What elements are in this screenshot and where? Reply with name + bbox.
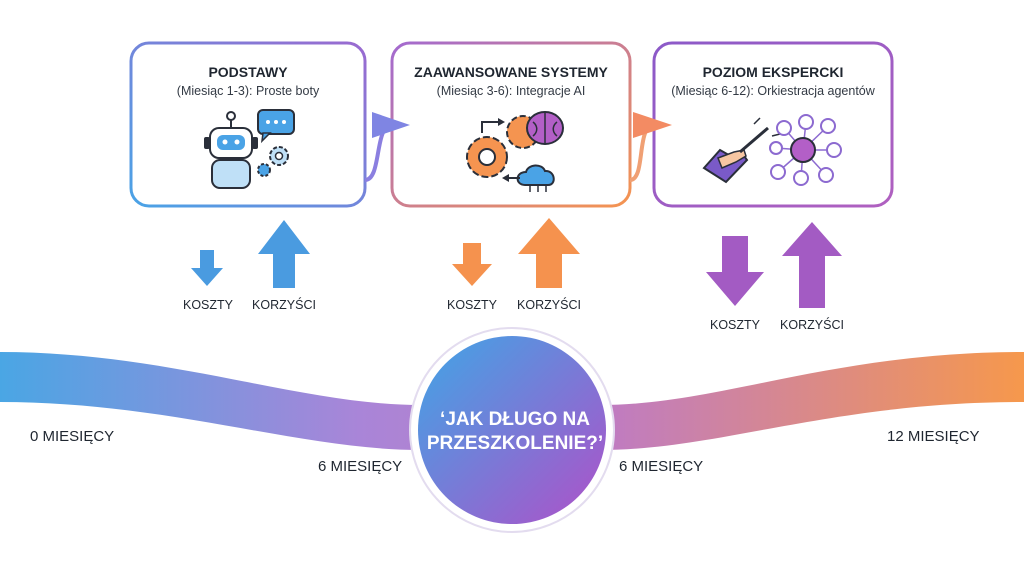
conductor-agents-network-icon (702, 114, 842, 186)
stage-1-title: PODSTAWY (208, 64, 288, 80)
stage-2-title: ZAAWANSOWANE SYSTEMY (414, 64, 608, 80)
stage-3-benefits-arrow (782, 222, 842, 308)
stage-2-subtitle: (Miesiąc 3-6): Integracje AI (436, 84, 586, 98)
center-circle (418, 336, 606, 524)
stage-1-benefits-arrow (258, 220, 310, 288)
stage-card-2: ZAAWANSOWANE SYSTEMY (Miesiąc 3-6): Inte… (392, 43, 630, 206)
timeline-band (0, 352, 1024, 450)
connector-1-arrowhead (372, 112, 410, 138)
stage-3-costs-arrow (706, 236, 764, 306)
stage-1-costs-label: KOSZTY (182, 298, 233, 312)
stage-2-benefits-arrow (518, 218, 580, 288)
stage-2-benefits-label: KORZYŚCI (517, 298, 581, 312)
stage-1-subtitle: (Miesiąc 1-3): Proste boty (176, 84, 320, 98)
stage-card-1: PODSTAWY (Miesiąc 1-3): Proste boty (131, 43, 365, 206)
timeline-end-label: 12 MIESIĘCY (887, 428, 980, 445)
timeline-mid-right-label: 6 MIESIĘCY (619, 458, 704, 475)
center-question: ‘JAK DŁUGO NA PRZESZKOLENIE?’ (426, 409, 604, 454)
card-1-border (129, 41, 367, 208)
timeline-mid-left-label: 6 MIESIĘCY (318, 458, 403, 475)
stage-1-benefits-label: KORZYŚCI (252, 298, 316, 312)
stage-2-costs-arrow (452, 243, 492, 286)
connector-2-arrowhead (633, 112, 672, 138)
stage-3-benefits-label: KORZYŚCI (780, 318, 844, 332)
stage-1-costs-arrow (191, 250, 223, 286)
timeline-start-label: 0 MIESIĘCY (30, 428, 115, 445)
stage-3-subtitle: (Miesiąc 6-12): Orkiestracja agentów (671, 84, 875, 98)
stage-3-costs-label: KOSZTY (709, 318, 760, 332)
gears-brain-cloud-icon (466, 111, 564, 192)
stage-3-title: POZIOM EKSPERCKI (702, 64, 844, 80)
chatbot-robot-icon (204, 109, 295, 189)
stage-card-3: POZIOM EKSPERCKI (Miesiąc 6-12): Orkiest… (654, 43, 892, 206)
stage-2-costs-label: KOSZTY (446, 298, 497, 312)
